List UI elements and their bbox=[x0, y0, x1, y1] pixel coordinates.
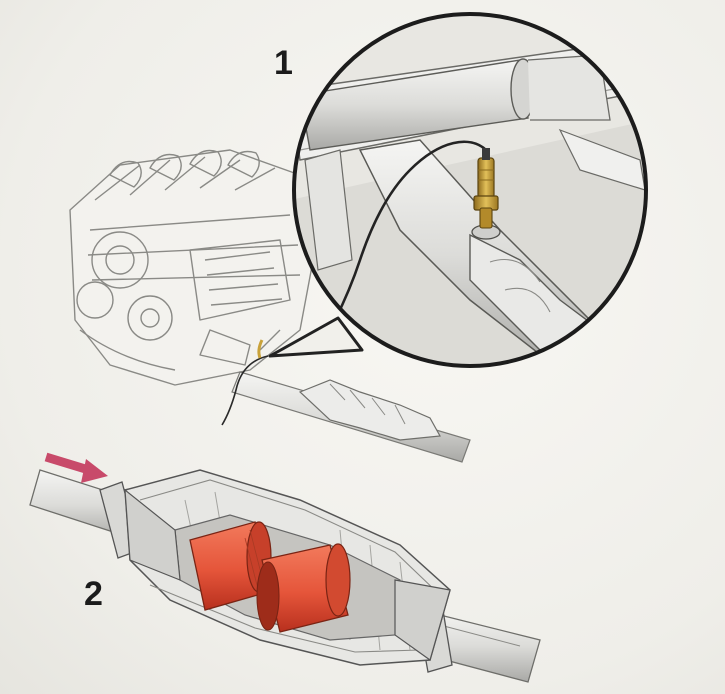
exhaust-pipe-upper bbox=[232, 372, 470, 462]
callout-number-1: 1 bbox=[274, 44, 293, 83]
catalytic-converter bbox=[30, 470, 540, 682]
callout-number-2: 2 bbox=[84, 575, 103, 614]
magnifier-lens bbox=[270, 10, 650, 370]
